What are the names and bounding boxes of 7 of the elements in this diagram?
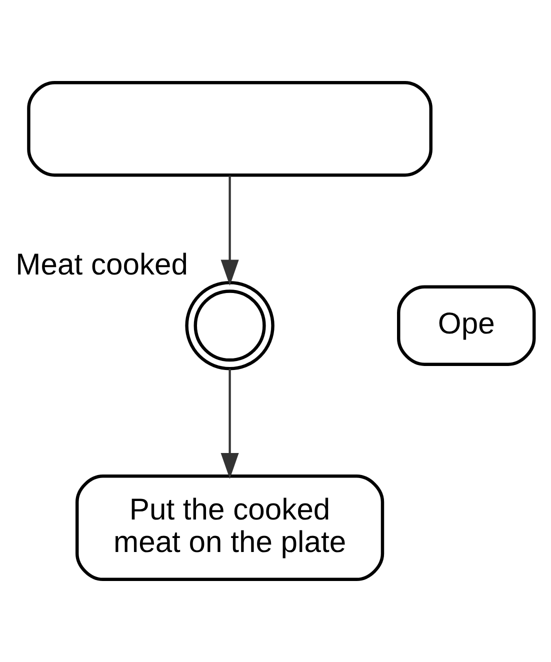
arrow bbox=[220, 368, 239, 479]
node-circle bbox=[185, 281, 274, 370]
node-box bbox=[27, 81, 432, 177]
node-box: Put the cooked meat on the plate bbox=[76, 474, 384, 581]
node-box: Ope bbox=[397, 285, 536, 366]
arrow bbox=[220, 176, 239, 286]
node-label: Meat cooked bbox=[16, 248, 188, 282]
